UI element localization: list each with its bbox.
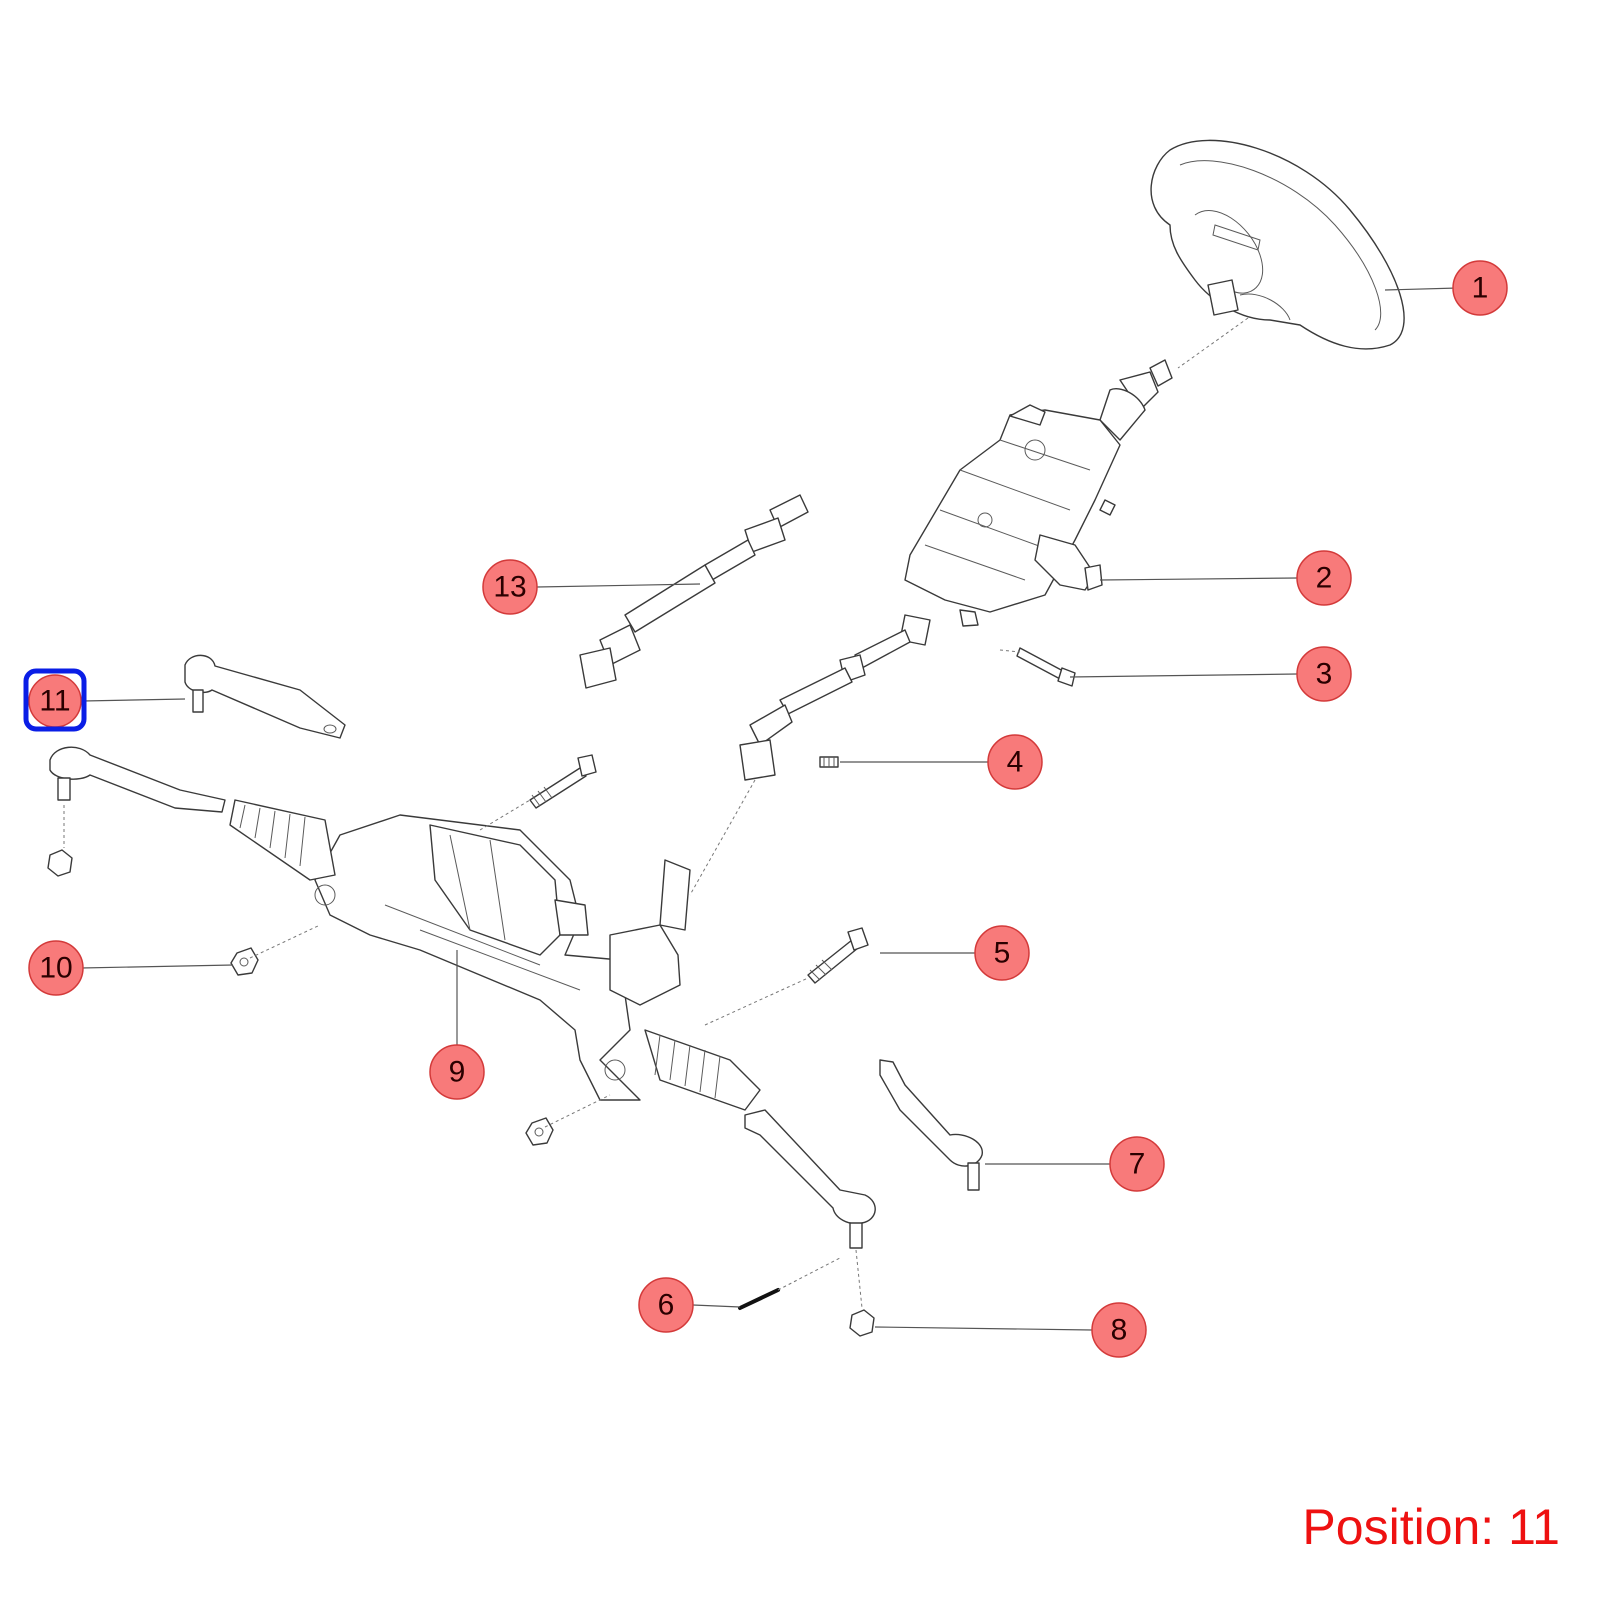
intermediate-shaft-part <box>739 614 931 781</box>
tie-rod-nut-8-part <box>849 1309 875 1337</box>
callout-6-circle <box>638 1277 694 1333</box>
callout-10-label: 10 <box>39 952 72 985</box>
intermediate-shaft-13-part <box>579 494 809 689</box>
callout-2[interactable]: 2 <box>1296 550 1352 606</box>
callout-2-circle <box>1296 550 1352 606</box>
callout-4-label: 4 <box>1007 746 1024 779</box>
callout-7[interactable]: 7 <box>1109 1136 1165 1192</box>
callout-9-circle <box>429 1044 485 1100</box>
steering-column-part <box>904 359 1173 627</box>
callout-4-circle <box>987 734 1043 790</box>
cotter-pin-6-part <box>738 1288 780 1310</box>
callout-9[interactable]: 9 <box>429 1044 485 1100</box>
position-label: Position: 11 <box>1302 1499 1560 1555</box>
steering-rack-part <box>229 799 761 1111</box>
callout-7-circle <box>1109 1136 1165 1192</box>
rack-bolt-5-part <box>807 927 869 984</box>
callout-13-circle <box>482 559 538 615</box>
left-tie-rod-end-11-part <box>184 654 346 739</box>
assembly-lines <box>63 317 1249 1309</box>
callout-11-label: 11 <box>39 685 70 718</box>
callout-5[interactable]: 5 <box>974 925 1030 981</box>
callout-10[interactable]: 10 <box>28 940 84 996</box>
callout-7-label: 7 <box>1129 1148 1146 1181</box>
callout-9-label: 9 <box>449 1056 466 1089</box>
callout-13-label: 13 <box>493 571 526 604</box>
callout-1-label: 1 <box>1472 272 1489 305</box>
shaft-screw-part <box>819 756 839 768</box>
callout-6-label: 6 <box>658 1289 675 1322</box>
callout-1[interactable]: 1 <box>1452 260 1508 316</box>
callout-8[interactable]: 8 <box>1091 1302 1147 1358</box>
callout-4[interactable]: 4 <box>987 734 1043 790</box>
rack-nut-lower-part <box>525 1117 554 1146</box>
callout-2-label: 2 <box>1316 562 1333 595</box>
callout-6[interactable]: 6 <box>638 1277 694 1333</box>
callout-13[interactable]: 13 <box>482 559 538 615</box>
callout-1-circle <box>1452 260 1508 316</box>
callout-11[interactable]: 11 <box>23 668 87 732</box>
callout-3[interactable]: 3 <box>1296 646 1352 702</box>
callout-3-label: 3 <box>1316 658 1333 691</box>
rack-nut-10-part <box>230 947 259 976</box>
steering-wheel-part <box>1150 139 1405 350</box>
callout-8-label: 8 <box>1111 1314 1128 1347</box>
left-tie-rod-part <box>47 746 226 877</box>
right-tie-rod-part <box>744 1109 876 1249</box>
callout-11-selection-box <box>23 668 87 732</box>
rack-bolt-upper-part <box>529 754 597 809</box>
callout-3-circle <box>1296 646 1352 702</box>
callout-5-circle <box>974 925 1030 981</box>
callout-5-label: 5 <box>994 937 1011 970</box>
callout-8-circle <box>1091 1302 1147 1358</box>
callout-10-circle <box>28 940 84 996</box>
right-tie-rod-end-7-part <box>879 1059 983 1191</box>
column-bolt-part <box>1016 647 1076 687</box>
leader-lines <box>80 287 1459 1331</box>
